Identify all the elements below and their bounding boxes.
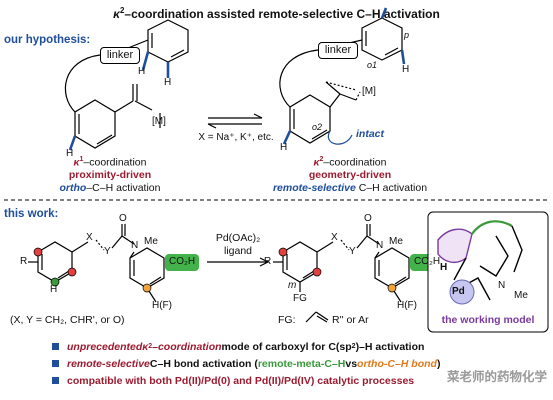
- watermark: 菜老师的药物化学: [446, 370, 547, 384]
- sm-h-label: H: [50, 284, 58, 295]
- pr-ring-b: [374, 247, 410, 289]
- working-model-drawing: [437, 220, 523, 301]
- pr-r-label: R: [264, 256, 272, 267]
- right-linker-tether: [279, 49, 319, 108]
- product: [273, 224, 410, 323]
- bullet-square: [52, 377, 59, 384]
- left-mode-label: ortho–C–H activation: [59, 182, 161, 194]
- right-hypothesis-structure: [279, 17, 403, 145]
- sm-hf-label: H(F): [152, 300, 172, 311]
- left-h-1: H: [138, 66, 146, 77]
- sm-dot-orange: [142, 283, 152, 293]
- reaction-arrow: [207, 257, 270, 267]
- fg-alternatives: R'' or Ar: [332, 314, 369, 326]
- sm-x-label: X: [86, 232, 93, 243]
- page-title: κ2–coordination assisted remote-selectiv…: [113, 6, 440, 21]
- pr-me-label: Me: [389, 236, 403, 247]
- left-benzene-ring: [74, 99, 116, 149]
- pr-dot-orange: [387, 283, 397, 293]
- bullet-3: compatible with both Pd(II)/Pd(0) and Pd…: [52, 372, 440, 389]
- model-pd-label: Pd: [452, 286, 465, 297]
- sm-dot-red-1: [33, 247, 43, 257]
- left-linker-label: linker: [100, 47, 140, 64]
- right-o2-label: o2: [312, 122, 323, 132]
- sm-dot-red-2: [67, 267, 77, 277]
- right-h-1: H: [402, 64, 410, 75]
- pr-o-label: O: [364, 213, 372, 224]
- left-driven-label: proximity-driven: [68, 169, 152, 181]
- left-kappa1-label: κ1–coordination: [73, 156, 147, 169]
- sm-me-label: Me: [144, 236, 158, 247]
- conditions-label: X = Na⁺, K⁺, etc.: [198, 132, 274, 143]
- this-work-heading: this work:: [4, 208, 59, 220]
- right-mode-label: remote-selective C–H activation: [272, 182, 428, 194]
- reagent-pd: Pd(OAc)₂: [215, 232, 261, 244]
- right-p-label: p: [404, 30, 410, 40]
- left-metal-label: [M]: [152, 116, 166, 127]
- left-aryl-ring: [147, 19, 189, 63]
- pr-hf-label: H(F): [397, 300, 417, 311]
- sm-r-label: R: [20, 256, 28, 267]
- sm-ring-b: [129, 247, 165, 289]
- right-highlight-bonds: [282, 7, 406, 145]
- sm-dot-green: [50, 277, 60, 287]
- right-driven-label: geometry-driven: [308, 169, 392, 181]
- pr-dot-red-1: [278, 247, 288, 257]
- right-aryl-ring: [361, 17, 403, 61]
- working-model-caption: the working model: [441, 314, 535, 326]
- right-kappa2-label: κ2–coordination: [313, 156, 387, 169]
- intact-label: intact: [356, 128, 385, 140]
- pr-ring-a: [282, 241, 318, 283]
- left-linker-tether: [64, 54, 101, 113]
- pr-m-label: m: [288, 280, 297, 291]
- sm-ring-a: [37, 241, 73, 283]
- pr-x-label: X: [331, 232, 338, 243]
- fg-note-label: FG:: [278, 314, 296, 326]
- model-me-label: Me: [514, 290, 528, 301]
- sm-note: (X, Y = CH₂, CHR', or O): [10, 314, 125, 326]
- bullet-square: [52, 360, 59, 367]
- reagent-ligand: ligand: [223, 245, 253, 257]
- right-benzene-ring: [289, 94, 331, 144]
- bullet-2: remote-selective C–H bond activation (re…: [52, 355, 440, 372]
- working-model-pd-sphere: [449, 279, 475, 305]
- left-highlight-bonds: [68, 51, 170, 151]
- sm-n-label: N: [131, 240, 139, 251]
- bullet-square: [52, 343, 59, 350]
- pr-fg-label: FG: [293, 293, 307, 304]
- right-h-2: H: [280, 142, 288, 153]
- sm-y-label: Y: [104, 246, 111, 257]
- hypothesis-heading: our hypothesis:: [4, 34, 91, 46]
- sm-acid-label: CO₂H: [169, 256, 196, 267]
- left-h-2: H: [164, 77, 172, 88]
- right-linker-label: linker: [318, 42, 358, 59]
- sm-acid-highlight: [165, 254, 199, 271]
- model-h-label: H: [440, 262, 448, 273]
- right-metal-label: [M]: [362, 86, 376, 97]
- left-h-3: H: [66, 148, 74, 159]
- pr-dot-red-2: [312, 267, 322, 277]
- equilibrium-arrows: [207, 113, 263, 129]
- pr-y-label: Y: [349, 246, 356, 257]
- right-o1-label: o1: [367, 60, 378, 70]
- model-n-label: N: [498, 280, 506, 291]
- pr-n-label: N: [376, 240, 384, 251]
- sm-o-label: O: [119, 213, 127, 224]
- pr-acid-label: CO₂H: [414, 256, 441, 267]
